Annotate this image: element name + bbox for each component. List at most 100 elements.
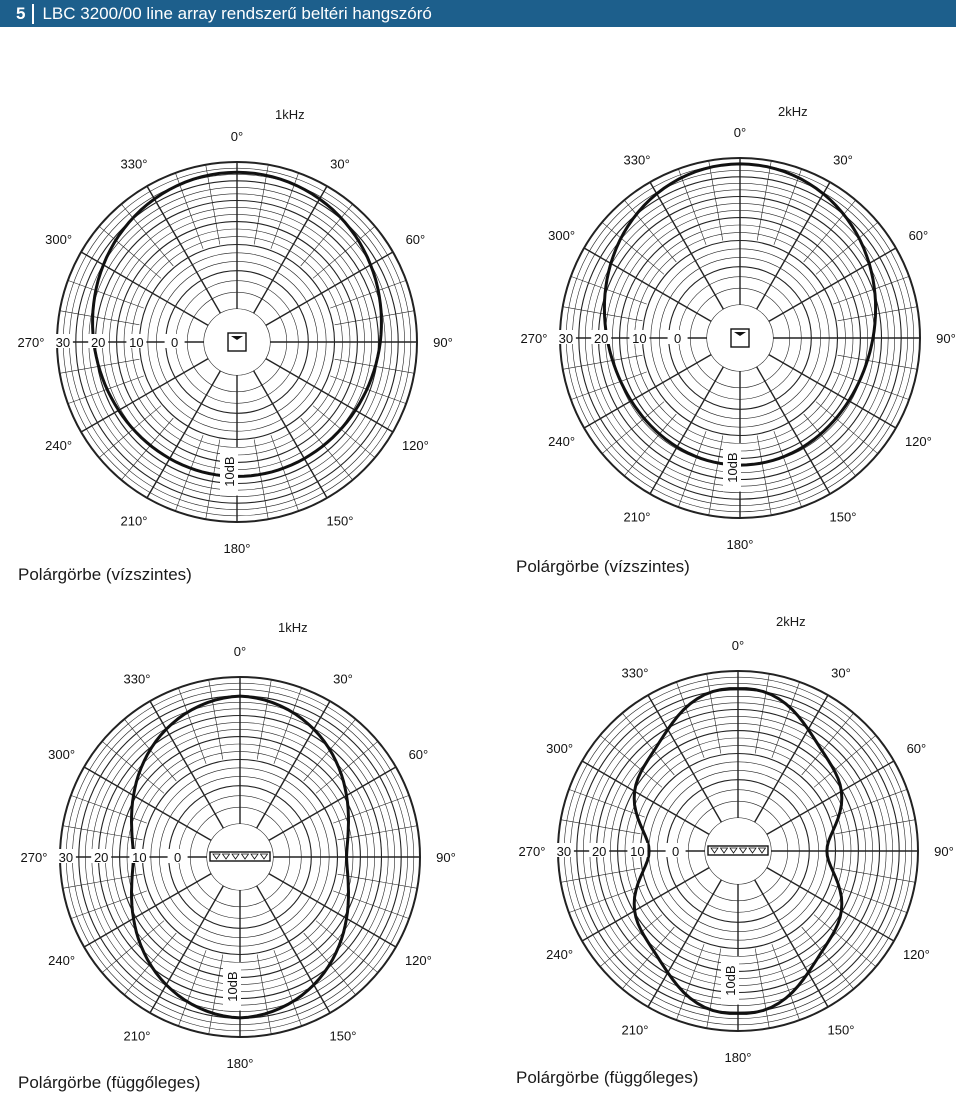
header-separator [32, 3, 35, 24]
grid-spoke [706, 948, 722, 1029]
grid-spoke [755, 366, 831, 495]
db-label-bg [665, 843, 686, 857]
angle-label: 0° [734, 125, 746, 140]
frequency-label: 1kHz [275, 107, 305, 122]
grid-spoke [178, 950, 207, 1027]
grid-spoke [255, 885, 331, 1014]
angle-label: 90° [936, 331, 956, 346]
db-label: 10 [630, 844, 644, 859]
scale-label-bg [223, 962, 241, 1011]
grid-spoke [121, 203, 174, 267]
angle-label: 0° [231, 129, 243, 144]
db-label: 30 [56, 335, 70, 350]
db-label: 20 [592, 844, 606, 859]
grid-spoke [599, 914, 663, 967]
grid-spoke [83, 872, 212, 948]
db-label-bg [553, 843, 574, 857]
angle-label: 90° [934, 844, 954, 859]
angle-label: 210° [624, 509, 651, 524]
polar-plot-h2k: 0°30°60°90°120°150°180°210°240°270°300°3… [500, 98, 960, 578]
db-label: 30 [59, 850, 73, 865]
line-array-icon [209, 851, 271, 862]
grid-spoke [649, 366, 725, 495]
grid-spoke [803, 413, 856, 477]
grid-spoke [300, 417, 353, 481]
grid-spoke [101, 741, 165, 794]
grid-spoke [801, 712, 854, 776]
db-label-bg [129, 849, 150, 863]
array-driver-icon [748, 847, 757, 854]
db-label: 0 [672, 844, 679, 859]
db-label-bg [164, 334, 185, 348]
line-array-icon [707, 845, 769, 856]
grid-spoke [833, 276, 910, 305]
polar-plot-v2k: 0°30°60°90°120°150°180°210°240°270°300°3… [498, 611, 960, 1091]
grid-spoke [205, 164, 221, 245]
grid-spoke [562, 354, 643, 370]
angle-label: 120° [903, 947, 930, 962]
grid-spoke [708, 160, 724, 241]
grid-spoke [208, 954, 224, 1035]
grid-spoke [583, 353, 712, 429]
array-driver-icon [250, 853, 259, 860]
grid-spoke [315, 741, 379, 794]
grid-spoke [334, 310, 415, 326]
plot-caption: Polárgörbe (vízszintes) [18, 565, 192, 584]
grid-spoke [570, 371, 647, 400]
angle-label: 330° [624, 153, 651, 168]
grid-spoke [560, 867, 641, 883]
angle-label: 60° [406, 232, 426, 247]
array-driver-icon [738, 847, 748, 854]
grid-spoke [568, 884, 645, 913]
grid-spoke [831, 789, 908, 818]
angle-label: 240° [45, 438, 72, 453]
grid-spoke [268, 872, 397, 948]
polar-plot-h1k: 0°30°60°90°120°150°180°210°240°270°300°3… [0, 102, 477, 582]
grid-spoke [175, 435, 204, 512]
frequency-label: 2kHz [778, 104, 808, 119]
grid-spoke [624, 413, 677, 477]
angle-label: 90° [433, 335, 453, 350]
grid-spoke [273, 950, 302, 1027]
grid-spoke [80, 357, 209, 433]
scale-label: 10dB [723, 965, 738, 995]
scale-label: 10dB [725, 452, 740, 482]
grid-spoke [771, 681, 800, 758]
grid-spoke [755, 181, 831, 310]
page-title: LBC 3200/00 line array rendszerű beltéri… [42, 3, 432, 23]
grid-spoke [676, 944, 705, 1021]
grid-spoke [562, 306, 643, 322]
angle-label: 210° [121, 513, 148, 528]
plot-caption: Polárgörbe (függőleges) [516, 1068, 699, 1087]
grid-spoke [270, 435, 299, 512]
grid-spoke [601, 401, 665, 454]
grid-spoke [678, 431, 707, 508]
db-label-bg [167, 849, 188, 863]
grid-spoke [149, 700, 225, 829]
grid-spoke [256, 954, 272, 1035]
response-curve [632, 687, 844, 1015]
grid-spoke [622, 926, 675, 990]
db-label-bg [555, 330, 576, 344]
grid-spoke [315, 920, 379, 973]
grid-spoke [121, 417, 174, 481]
array-driver-icon [240, 853, 250, 860]
scale-label: 10dB [225, 971, 240, 1001]
grid-spoke [768, 247, 897, 323]
db-label: 30 [557, 844, 571, 859]
angle-label: 210° [124, 1028, 151, 1043]
db-label-bg [52, 334, 73, 348]
array-driver-icon [212, 853, 221, 860]
grid-spoke [601, 222, 665, 275]
angle-label: 150° [828, 1022, 855, 1037]
angle-label: 30° [833, 153, 853, 168]
grid-spoke [803, 199, 856, 263]
grid-spoke [813, 914, 877, 967]
grid-spoke [265, 357, 394, 433]
polar-grid-svg: 0°30°60°90°120°150°180°210°240°270°300°3… [519, 638, 954, 1065]
db-label: 0 [171, 335, 178, 350]
grid-spoke [676, 681, 705, 758]
grid-spoke [59, 310, 140, 326]
array-driver-icon [221, 853, 231, 860]
grid-spoke [837, 306, 918, 322]
